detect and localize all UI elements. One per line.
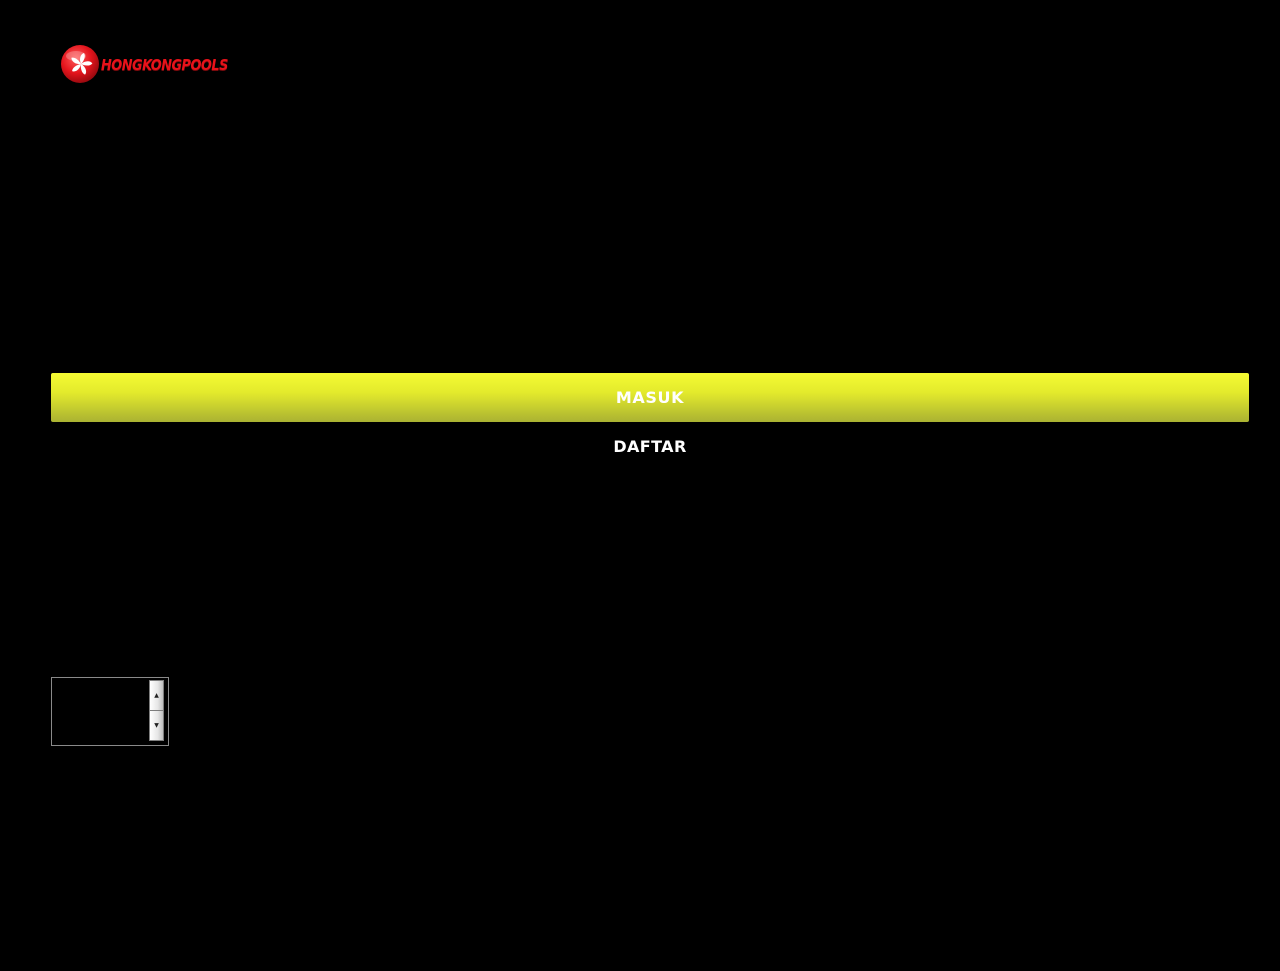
login-button[interactable]: MASUK bbox=[51, 373, 1249, 422]
logo-text: HONGKONGPOOLS bbox=[101, 56, 228, 74]
site-logo[interactable]: HONGKONGPOOLS bbox=[60, 44, 228, 84]
bauhinia-emblem-icon bbox=[61, 45, 99, 83]
register-button[interactable]: DAFTAR bbox=[51, 426, 1249, 466]
arrow-up-icon[interactable]: ▲ bbox=[149, 680, 164, 711]
number-spinner[interactable]: ▲ ▼ bbox=[51, 677, 169, 746]
arrow-down-icon[interactable]: ▼ bbox=[149, 711, 164, 741]
spinner-controls: ▲ ▼ bbox=[149, 680, 164, 741]
